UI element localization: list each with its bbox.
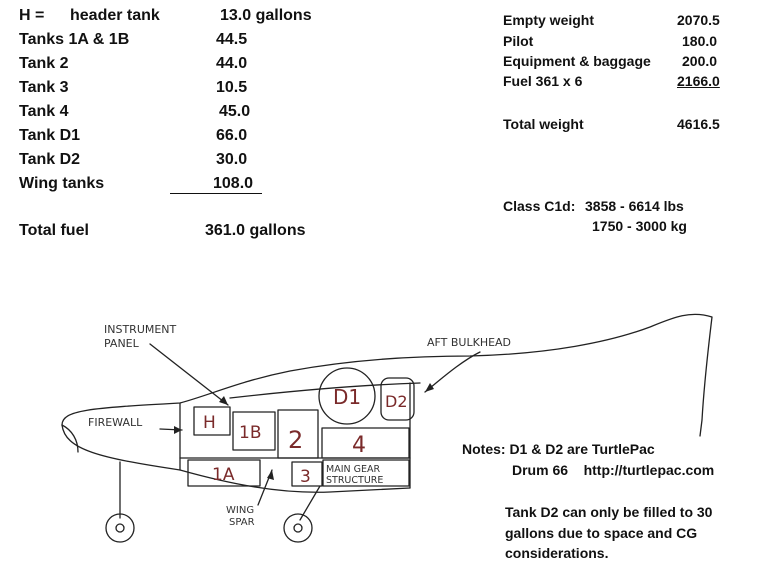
fuel-row-desc: header tank — [70, 7, 160, 24]
spinner — [61, 424, 79, 453]
wing-spar-arrow — [267, 470, 274, 480]
aft-bulkhead-label: AFT BULKHEAD — [427, 336, 511, 349]
d2-note-line: gallons due to space and CG — [505, 525, 698, 541]
weight-value: 180.0 — [682, 33, 718, 49]
fuel-row-name: Tank 2 — [19, 55, 69, 72]
aft-bulkhead-leader — [424, 351, 481, 393]
class-label: Class C1d: — [503, 198, 576, 214]
fuel-row-value: 30.0 — [216, 151, 248, 168]
tank-1b-box — [232, 411, 276, 451]
sum-rule — [170, 193, 262, 194]
main-gear-label: MAIN GEAR — [326, 464, 380, 475]
main-gear-strut — [299, 485, 321, 521]
instrument-panel-arrow — [219, 396, 228, 405]
main-hub — [293, 523, 303, 533]
tank-d2-label: D2 — [385, 392, 408, 411]
fuel-row-value: 13.0 gallons — [220, 7, 312, 24]
fuel-row-name: H = — [19, 7, 45, 24]
total-weight-value: 4616.5 — [677, 116, 720, 132]
fuel-row-value: 44.0 — [216, 55, 248, 72]
tank-1a-label: 1A — [212, 465, 235, 485]
main-wheel — [283, 513, 313, 543]
tank-4-label: 4 — [352, 433, 366, 458]
canopy-line — [229, 382, 421, 399]
fuel-row-name: Tank 4 — [19, 103, 69, 120]
weight-value: 200.0 — [682, 53, 718, 69]
nose-hub — [115, 523, 125, 533]
total-fuel-value: 361.0 gallons — [205, 222, 306, 239]
wing-spar-label: SPAR — [229, 517, 255, 528]
fuel-row-name: Tank D1 — [19, 127, 81, 144]
tank-2-label: 2 — [288, 426, 303, 454]
tank-3-label: 3 — [300, 467, 311, 487]
firewall-label: FIREWALL — [88, 416, 143, 429]
total-fuel-label: Total fuel — [19, 222, 89, 239]
weight-value: 2166.0 — [677, 73, 720, 89]
fuel-row-name: Tank D2 — [19, 151, 81, 168]
main-gear-label: STRUCTURE — [326, 475, 383, 486]
tank-d1-label: D1 — [333, 385, 361, 409]
tank-1a-box — [187, 459, 261, 487]
total-weight-label: Total weight — [503, 116, 584, 132]
tank-h-box — [193, 406, 231, 436]
tank-3-box — [291, 461, 323, 487]
weight-label: Empty weight — [503, 12, 595, 28]
tank-1b-label: 1B — [239, 423, 261, 443]
firewall-arrow — [174, 426, 182, 434]
wing-spar-label: WING — [226, 505, 254, 516]
aft-bulkhead-arrow — [425, 383, 434, 392]
tank-d1-circle — [318, 367, 376, 425]
fuel-row-value: 10.5 — [216, 79, 248, 96]
weight-label: Fuel 361 x 6 — [503, 73, 583, 89]
instrument-panel-leader — [149, 343, 229, 406]
instrument-panel-label: PANEL — [104, 337, 140, 350]
d2-note-line: considerations. — [505, 545, 609, 561]
fuel-row-name: Tank 3 — [19, 79, 69, 96]
nose-wheel — [105, 513, 135, 543]
fuel-row-name: Wing tanks — [19, 175, 105, 192]
class-kg: 1750 - 3000 kg — [592, 218, 687, 234]
fuel-row-value: 45.0 — [219, 103, 251, 120]
main-gear-box — [322, 459, 410, 487]
instrument-panel-label: INSTRUMENT — [104, 323, 177, 336]
weight-label: Pilot — [503, 33, 534, 49]
fuel-row-value: 66.0 — [216, 127, 248, 144]
weight-label: Equipment & baggage — [503, 53, 651, 69]
fuel-row-name: Tanks 1A & 1B — [19, 31, 130, 48]
notes-line: Notes: D1 & D2 are TurtlePac — [462, 441, 655, 457]
notes-line: Drum 66 http://turtlepac.com — [512, 462, 715, 478]
class-lbs: 3858 - 6614 lbs — [585, 198, 684, 214]
tank-h-label: H — [203, 413, 216, 433]
d2-note-line: Tank D2 can only be filled to 30 — [505, 504, 713, 520]
weight-value: 2070.5 — [677, 12, 720, 28]
fuel-row-value: 44.5 — [216, 31, 248, 48]
fuel-row-value: 108.0 — [213, 175, 254, 192]
tank-d2-box — [380, 377, 415, 421]
